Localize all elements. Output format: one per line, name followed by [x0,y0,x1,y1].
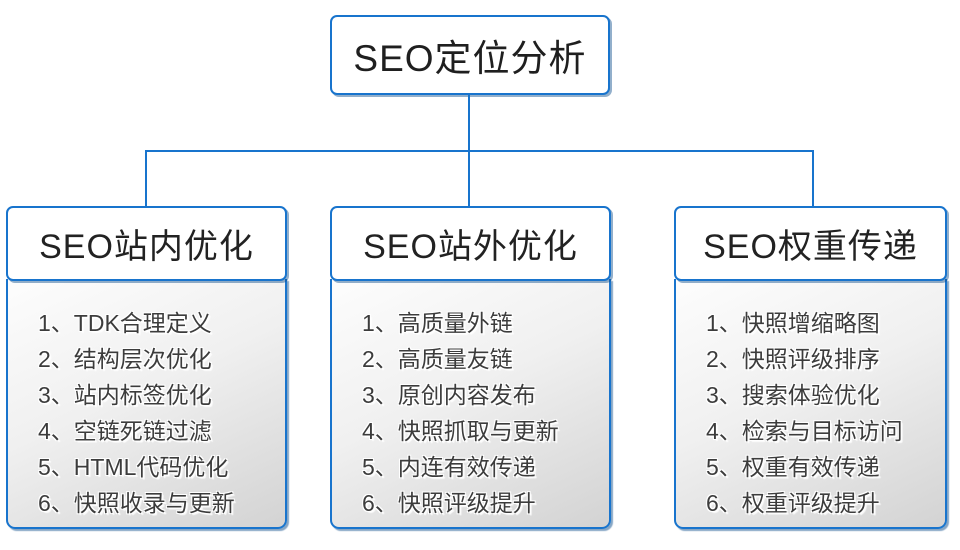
list-item: 2、高质量友链 [362,346,513,372]
connector-drop-right [812,150,814,208]
list-item: 6、权重评级提升 [706,490,880,516]
branch-offsite-title-box: SEO站外优化 [330,206,611,281]
list-item: 5、HTML代码优化 [38,454,229,480]
list-item: 5、内连有效传递 [362,454,536,480]
branch-offsite-list: 1、高质量外链 2、高质量友链 3、原创内容发布 4、快照抓取与更新 5、内连有… [330,279,611,529]
connector-drop-left [145,150,147,208]
branch-onsite-list: 1、TDK合理定义 2、结构层次优化 3、站内标签优化 4、空链死链过滤 5、H… [6,279,287,529]
list-item: 1、高质量外链 [362,310,513,336]
list-item: 1、TDK合理定义 [38,310,212,336]
connector-horizontal-rail [145,150,814,152]
list-item: 6、快照收录与更新 [38,490,235,516]
list-item: 4、快照抓取与更新 [362,418,559,444]
root-node: SEO定位分析 [330,15,610,95]
list-item: 4、检索与目标访问 [706,418,903,444]
list-item: 5、权重有效传递 [706,454,880,480]
branch-weight-title: SEO权重传递 [703,228,918,266]
list-item: 2、结构层次优化 [38,346,212,372]
branch-weight-title-box: SEO权重传递 [674,206,947,281]
list-item: 4、空链死链过滤 [38,418,212,444]
root-node-label: SEO定位分析 [353,38,587,79]
list-item: 3、原创内容发布 [362,382,536,408]
list-item: 1、快照增缩略图 [706,310,880,336]
branch-weight-list: 1、快照增缩略图 2、快照评级排序 3、搜索体验优化 4、检索与目标访问 5、权… [674,279,947,529]
connector-drop-center [468,150,470,208]
list-item: 2、快照评级排序 [706,346,880,372]
connector-root-stem [468,95,470,152]
list-item: 3、搜索体验优化 [706,382,880,408]
list-item: 6、快照评级提升 [362,490,536,516]
branch-offsite-title: SEO站外优化 [363,228,578,266]
branch-onsite-title-box: SEO站内优化 [6,206,287,281]
list-item: 3、站内标签优化 [38,382,212,408]
branch-onsite-title: SEO站内优化 [39,228,254,266]
